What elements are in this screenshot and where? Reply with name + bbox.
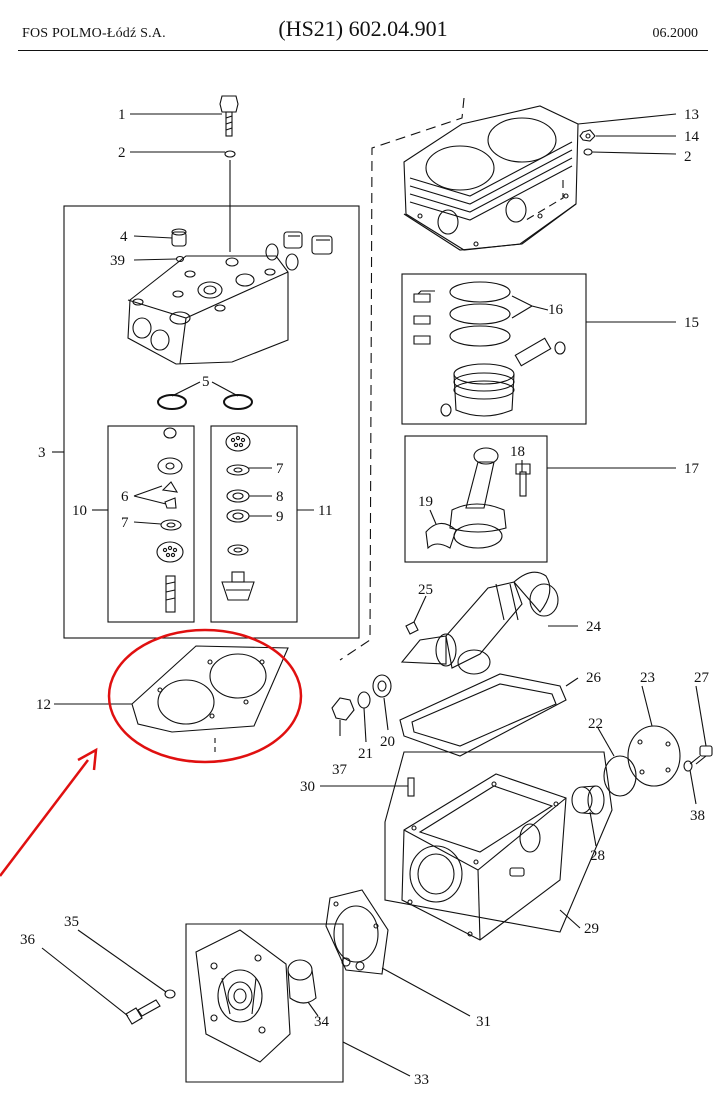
cover-frame [185, 923, 344, 1083]
callout-26: 26 [586, 670, 602, 686]
cover-gasket-part-31 [325, 889, 389, 975]
callout-8: 8 [276, 489, 284, 505]
callout-4: 4 [120, 229, 128, 245]
bearing-part-20 [372, 674, 392, 698]
cylinder-block-part-13 [403, 105, 579, 251]
callout-labels: 1 2 3 4 39 5 6 7 10 7 8 9 11 12 13 14 2 … [20, 107, 710, 1088]
washer-part-39 [175, 255, 185, 263]
callout-9: 9 [276, 509, 284, 525]
o-ring-part-5-right [223, 394, 253, 410]
callout-34: 34 [314, 1014, 330, 1030]
callout-15: 15 [684, 315, 699, 331]
plug-part-4 [171, 228, 187, 247]
crankcase-frame [384, 751, 613, 933]
callout-12: 12 [36, 697, 51, 713]
stud-part-30 [407, 777, 415, 797]
document-header: FOS POLMO-Łódź S.A. (HS21) 602.04.901 06… [0, 0, 726, 56]
callout-13: 13 [684, 107, 699, 123]
highlight-arrow [0, 747, 98, 877]
callout-3: 3 [38, 445, 46, 461]
bush-part-34 [287, 959, 317, 1004]
piston-rings-part-16 [413, 281, 511, 347]
end-cover-part-23 [627, 725, 681, 787]
header-rule [18, 50, 708, 51]
manufacturer-name: FOS POLMO-Łódź S.A. [22, 26, 166, 41]
callout-10: 10 [72, 503, 87, 519]
nut-part-37 [331, 697, 355, 721]
bearing-cover-part-33 [195, 929, 291, 1063]
callout-5: 5 [202, 374, 210, 390]
callout-22: 22 [588, 716, 603, 732]
callout-18: 18 [510, 444, 525, 460]
bolt-part-1 [219, 95, 239, 137]
callout-1: 1 [118, 107, 126, 123]
callout-38: 38 [690, 808, 705, 824]
piston-part-15 [440, 337, 566, 417]
callout-36: 36 [20, 932, 36, 948]
callout-30: 30 [300, 779, 315, 795]
callout-19: 19 [418, 494, 433, 510]
callout-28: 28 [590, 848, 605, 864]
outlet-valve-frame [210, 425, 298, 623]
o-ring-part-5-left [157, 394, 187, 410]
callout-14: 14 [684, 129, 700, 145]
callout-25: 25 [418, 582, 433, 598]
callout-39: 39 [110, 253, 125, 269]
inlet-valve-frame [107, 425, 195, 623]
callout-7: 7 [121, 515, 129, 531]
callout-23: 23 [640, 670, 655, 686]
washer-part-2 [224, 150, 236, 158]
part-number-title: (HS21) 602.04.901 [278, 16, 448, 41]
crankshaft-part-24 [400, 571, 559, 675]
bush-part-28 [571, 785, 605, 815]
inlet-valve-stack [156, 427, 184, 613]
o-ring-part-22 [603, 755, 637, 797]
nut-part-14 [579, 129, 596, 142]
callout-6: 6 [121, 489, 129, 505]
leader-lines [41, 113, 707, 1077]
bolt-part-27 [689, 745, 713, 765]
crankcase-part-29 [401, 773, 567, 941]
callout-17: 17 [684, 461, 700, 477]
callout-24: 24 [586, 619, 602, 635]
assembly-line-left [339, 97, 465, 661]
washer-part-21 [357, 691, 371, 709]
washer-part-2-right [583, 148, 593, 156]
crankcase-gasket-part-26 [399, 673, 567, 757]
head-gasket-part-12 [131, 645, 289, 733]
key-part-25 [405, 621, 419, 635]
connecting-rod-part-17 [425, 447, 531, 550]
callout-11: 11 [318, 503, 332, 519]
bolt-part-36 [125, 999, 161, 1025]
highlight-ellipse [107, 628, 303, 764]
revision-date: 06.2000 [652, 26, 699, 41]
callout-16: 16 [548, 302, 564, 318]
callout-7b: 7 [276, 461, 284, 477]
washer-part-38 [683, 760, 693, 772]
callout-21: 21 [358, 746, 373, 762]
callout-37: 37 [332, 762, 348, 778]
callout-27: 27 [694, 670, 710, 686]
head-fittings [265, 231, 333, 271]
connecting-rod-frame [404, 435, 548, 563]
callout-29: 29 [584, 921, 599, 937]
callout-31: 31 [476, 1014, 491, 1030]
piston-set-frame [401, 273, 587, 425]
cylinder-head-part [127, 255, 289, 365]
callout-20: 20 [380, 734, 395, 750]
callout-2: 2 [118, 145, 126, 161]
callout-2b: 2 [684, 149, 692, 165]
washer-part-35 [164, 989, 176, 999]
callout-33: 33 [414, 1072, 429, 1088]
assembly-line-right [525, 180, 564, 221]
callout-35: 35 [64, 914, 79, 930]
cylinder-head-frame [63, 205, 360, 639]
